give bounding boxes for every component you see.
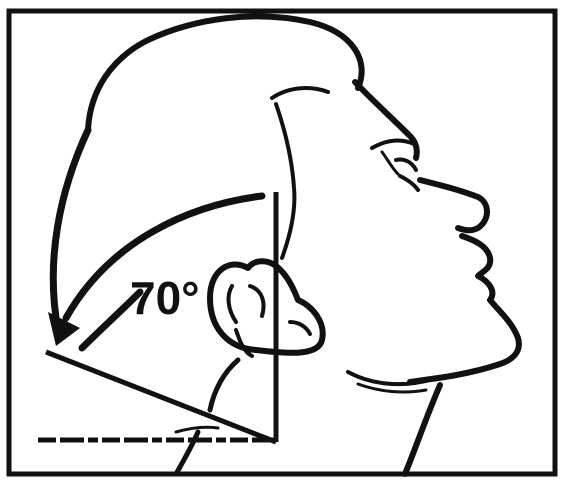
angle-label: 70° [130,272,200,324]
ear [210,261,323,353]
extension-line [46,352,276,442]
eye-detail [372,141,418,190]
head-outline [88,16,519,474]
